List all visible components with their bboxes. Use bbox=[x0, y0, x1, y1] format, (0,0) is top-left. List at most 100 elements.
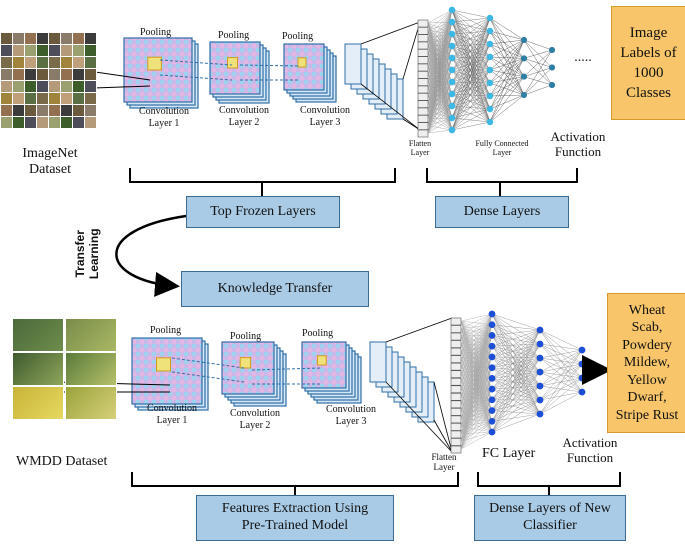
bottom-edge bbox=[460, 378, 493, 404]
bottom-edge bbox=[491, 346, 541, 373]
top-edge bbox=[451, 45, 491, 110]
top-edge bbox=[489, 94, 525, 110]
top-edge bbox=[451, 95, 491, 131]
top-edge bbox=[451, 21, 491, 71]
top-edge bbox=[451, 30, 491, 131]
bottom-edge bbox=[460, 313, 493, 337]
bottom-edge bbox=[491, 335, 541, 387]
bottom-edge bbox=[539, 391, 583, 415]
top-edge bbox=[427, 21, 453, 82]
top-edge bbox=[427, 9, 453, 31]
flatten-cell-bottom bbox=[450, 370, 462, 379]
top-edge bbox=[451, 56, 491, 107]
top-edge bbox=[451, 9, 491, 110]
top-edge bbox=[451, 45, 491, 84]
fan-connector bbox=[360, 83, 421, 131]
top-neuron bbox=[448, 6, 456, 14]
conv-block-3-kernel bbox=[297, 57, 307, 68]
bottom-edge bbox=[460, 313, 493, 412]
top-edge bbox=[451, 69, 491, 97]
bottom-edge bbox=[491, 371, 541, 379]
top-edge bbox=[427, 129, 453, 134]
top-edge bbox=[427, 9, 453, 119]
bottom-edge bbox=[460, 399, 493, 442]
bottom-edge bbox=[460, 367, 493, 450]
bottom-edge bbox=[491, 324, 541, 387]
frozen-bracket bbox=[129, 168, 396, 196]
top-edge bbox=[451, 108, 491, 119]
flatten-cell-top bbox=[417, 71, 429, 79]
top-edge bbox=[523, 39, 553, 86]
bottom-edge bbox=[491, 371, 541, 422]
top-neuron bbox=[486, 40, 494, 48]
top-neuron bbox=[448, 78, 456, 86]
top-edge bbox=[427, 33, 453, 126]
top-edge bbox=[451, 33, 491, 71]
top-edge bbox=[451, 69, 491, 107]
bottom-edge bbox=[491, 329, 541, 400]
top-edge bbox=[489, 56, 525, 96]
top-edge bbox=[523, 58, 553, 86]
bottom-neuron bbox=[536, 382, 544, 390]
top-edge bbox=[451, 82, 491, 107]
bottom-neuron bbox=[488, 417, 496, 425]
bottom-edge bbox=[491, 343, 541, 347]
bottom-edge bbox=[460, 335, 493, 435]
top-edge bbox=[523, 39, 553, 51]
top-edge bbox=[451, 82, 491, 131]
top-edge bbox=[451, 69, 491, 123]
top-edge bbox=[451, 9, 491, 58]
wmdd-label: WMDD Dataset bbox=[16, 454, 108, 469]
bottom-edge bbox=[460, 346, 493, 435]
bottom-edge bbox=[460, 431, 493, 442]
pooling-label-3: Pooling bbox=[282, 31, 314, 42]
conv-layer-3-label-bottom: Convolution Layer 3 bbox=[325, 404, 376, 427]
pooling-label-2: Pooling bbox=[218, 30, 250, 41]
top-edge bbox=[451, 30, 491, 47]
top-edge bbox=[451, 93, 491, 123]
bottom-edge bbox=[460, 324, 493, 442]
top-edge bbox=[489, 58, 525, 71]
top-edge bbox=[451, 105, 491, 123]
top-edge bbox=[451, 21, 491, 45]
flatten-cell-top bbox=[417, 41, 429, 50]
bottom-edge bbox=[491, 345, 541, 359]
bottom-edge bbox=[460, 324, 493, 427]
bottom-edge bbox=[460, 421, 493, 442]
top-edge bbox=[451, 56, 491, 83]
top-edge bbox=[451, 69, 491, 131]
top-neuron bbox=[448, 126, 456, 134]
conv-block-6-kernel bbox=[316, 355, 327, 366]
top-edge bbox=[451, 45, 491, 97]
top-edge bbox=[451, 95, 491, 107]
bottom-edge bbox=[491, 313, 541, 345]
top-edge bbox=[451, 9, 491, 84]
top-edge bbox=[489, 58, 525, 110]
top-edge bbox=[489, 94, 525, 123]
top-edge bbox=[451, 43, 491, 59]
bottom-edge bbox=[491, 343, 541, 368]
bottom-edge bbox=[491, 346, 541, 415]
bottom-edge bbox=[460, 313, 493, 397]
top-edge bbox=[451, 33, 491, 84]
image-labels-box: Image Labels of 1000 Classes bbox=[611, 6, 685, 120]
top-neuron bbox=[448, 18, 456, 26]
bottom-edge bbox=[460, 388, 493, 450]
top-edge bbox=[489, 39, 525, 123]
top-edge bbox=[489, 43, 525, 77]
top-neuron bbox=[486, 53, 494, 61]
top-edge bbox=[451, 21, 491, 58]
top-edge bbox=[451, 56, 491, 95]
pooled-maps-bottom bbox=[369, 341, 387, 383]
top-edge bbox=[451, 81, 491, 123]
flatten-cell-top bbox=[417, 27, 429, 35]
bottom-edge bbox=[491, 367, 541, 373]
top-edge bbox=[489, 76, 525, 97]
dashed-connector bbox=[251, 367, 321, 371]
pooling-label-5: Pooling bbox=[230, 331, 262, 342]
top-edge bbox=[523, 67, 553, 96]
top-edge bbox=[489, 69, 525, 96]
top-edge bbox=[489, 76, 525, 84]
fan-connector bbox=[385, 381, 453, 453]
top-neuron bbox=[448, 114, 456, 122]
